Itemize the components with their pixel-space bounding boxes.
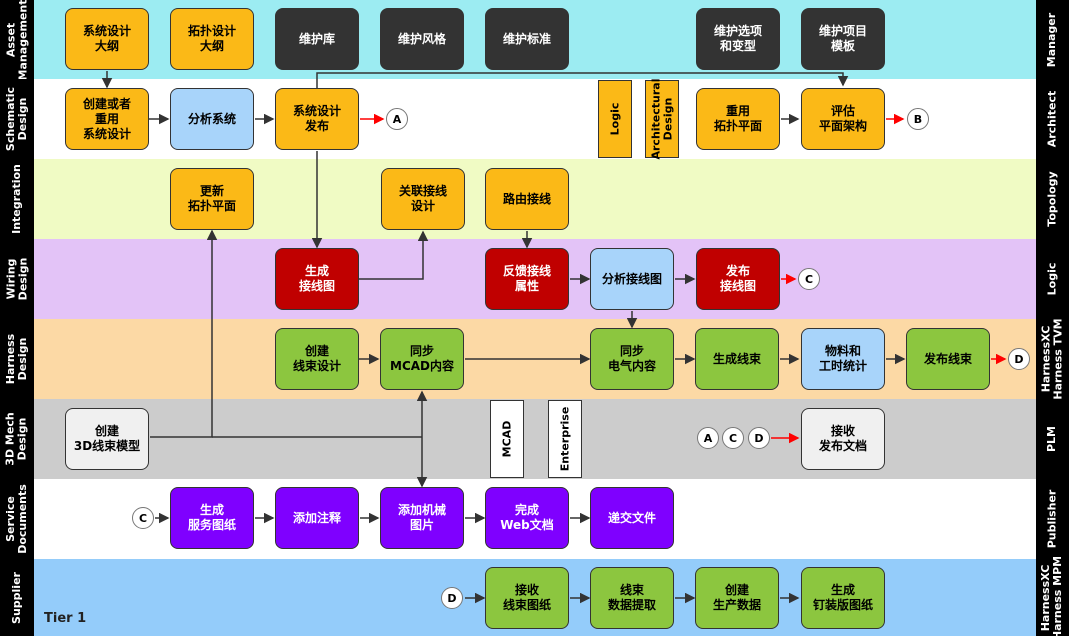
connector-c: C bbox=[798, 268, 820, 290]
role-label: HarnessXC Harness TVM bbox=[1036, 318, 1069, 400]
lane-label: Harness Design bbox=[0, 319, 34, 399]
box-bom-labor[interactable]: 物料和 工时统计 bbox=[801, 328, 885, 390]
lane-label: Supplier bbox=[0, 559, 34, 636]
box-publish-wiring[interactable]: 发布 接线图 bbox=[696, 248, 780, 310]
box-sync-electrical[interactable]: 同步 电气内容 bbox=[590, 328, 674, 390]
connector-c: C bbox=[722, 427, 744, 449]
role-label: PLM bbox=[1036, 399, 1069, 479]
lane-label: Schematic Design bbox=[0, 79, 34, 159]
box-publish-system-design[interactable]: 系统设计 发布 bbox=[275, 88, 359, 150]
box-associate-wiring[interactable]: 关联接线 设计 bbox=[381, 168, 465, 230]
box-analyze-wiring[interactable]: 分析接线图 bbox=[590, 248, 674, 310]
box-publish-harness[interactable]: 发布线束 bbox=[906, 328, 990, 390]
box-topology-design-outline[interactable]: 拓扑设计 大纲 bbox=[170, 8, 254, 70]
box-add-notes[interactable]: 添加注释 bbox=[275, 487, 359, 549]
tab-mcad[interactable]: MCAD bbox=[490, 400, 524, 478]
lane-label: Service Documents bbox=[0, 479, 34, 559]
connector-d: D bbox=[748, 427, 770, 449]
box-create-harness[interactable]: 创建 线束设计 bbox=[275, 328, 359, 390]
box-receive-docs[interactable]: 接收 发布文档 bbox=[801, 408, 885, 470]
connector-a: A bbox=[386, 108, 408, 130]
box-add-mech-images[interactable]: 添加机械 图片 bbox=[380, 487, 464, 549]
role-label: HarnessXC Harness MPM bbox=[1036, 555, 1069, 636]
lane-label: Asset Management bbox=[0, 0, 34, 80]
box-feedback-wiring[interactable]: 反馈接线 属性 bbox=[485, 248, 569, 310]
box-analyze-system[interactable]: 分析系统 bbox=[170, 88, 254, 150]
box-sync-mcad[interactable]: 同步 MCAD内容 bbox=[380, 328, 464, 390]
box-system-design-outline[interactable]: 系统设计 大纲 bbox=[65, 8, 149, 70]
tab-logic[interactable]: Logic bbox=[598, 80, 632, 158]
box-generate-harness[interactable]: 生成线束 bbox=[695, 328, 779, 390]
tab-architectural-design[interactable]: Architectural Design bbox=[645, 78, 679, 160]
tier-label: Tier 1 bbox=[44, 611, 87, 626]
box-maintain-standard[interactable]: 维护标准 bbox=[485, 8, 569, 70]
box-submit-files[interactable]: 递交文件 bbox=[590, 487, 674, 549]
box-maintain-options[interactable]: 维护选项 和变型 bbox=[696, 8, 780, 70]
box-create-3d-model[interactable]: 创建 3D线束模型 bbox=[65, 408, 149, 470]
lane-label: Integration bbox=[0, 159, 34, 239]
box-reuse-topology[interactable]: 重用 拓扑平面 bbox=[696, 88, 780, 150]
box-maintain-library[interactable]: 维护库 bbox=[275, 8, 359, 70]
box-route-wiring[interactable]: 路由接线 bbox=[485, 168, 569, 230]
box-generate-board[interactable]: 生成 钉装版图纸 bbox=[801, 567, 885, 629]
box-create-reuse-system[interactable]: 创建或者 重用 系统设计 bbox=[65, 88, 149, 150]
role-label: Logic bbox=[1036, 239, 1069, 319]
box-maintain-template[interactable]: 维护项目 模板 bbox=[801, 8, 885, 70]
lane-3d-mech-design: 3D Mech Design PLM bbox=[0, 399, 1069, 479]
connector-a: A bbox=[697, 427, 719, 449]
role-label: Topology bbox=[1036, 159, 1069, 239]
box-web-docs[interactable]: 完成 Web文档 bbox=[485, 487, 569, 549]
role-label: Publisher bbox=[1036, 479, 1069, 559]
connector-c: C bbox=[132, 507, 154, 529]
tab-enterprise[interactable]: Enterprise bbox=[548, 400, 582, 478]
box-create-production[interactable]: 创建 生产数据 bbox=[695, 567, 779, 629]
role-label: Architect bbox=[1036, 79, 1069, 159]
role-label: Manager bbox=[1036, 0, 1069, 79]
box-maintain-style[interactable]: 维护风格 bbox=[380, 8, 464, 70]
box-extract-data[interactable]: 线束 数据提取 bbox=[590, 567, 674, 629]
connector-d: D bbox=[1008, 348, 1030, 370]
connector-d: D bbox=[441, 587, 463, 609]
box-generate-wiring[interactable]: 生成 接线图 bbox=[275, 248, 359, 310]
box-generate-service[interactable]: 生成 服务图纸 bbox=[170, 487, 254, 549]
lane-label: 3D Mech Design bbox=[0, 399, 34, 479]
lane-label: Wiring Design bbox=[0, 239, 34, 319]
connector-b: B bbox=[907, 108, 929, 130]
box-receive-harness[interactable]: 接收 线束图纸 bbox=[485, 567, 569, 629]
box-evaluate-architecture[interactable]: 评估 平面架构 bbox=[801, 88, 885, 150]
box-update-topology[interactable]: 更新 拓扑平面 bbox=[170, 168, 254, 230]
